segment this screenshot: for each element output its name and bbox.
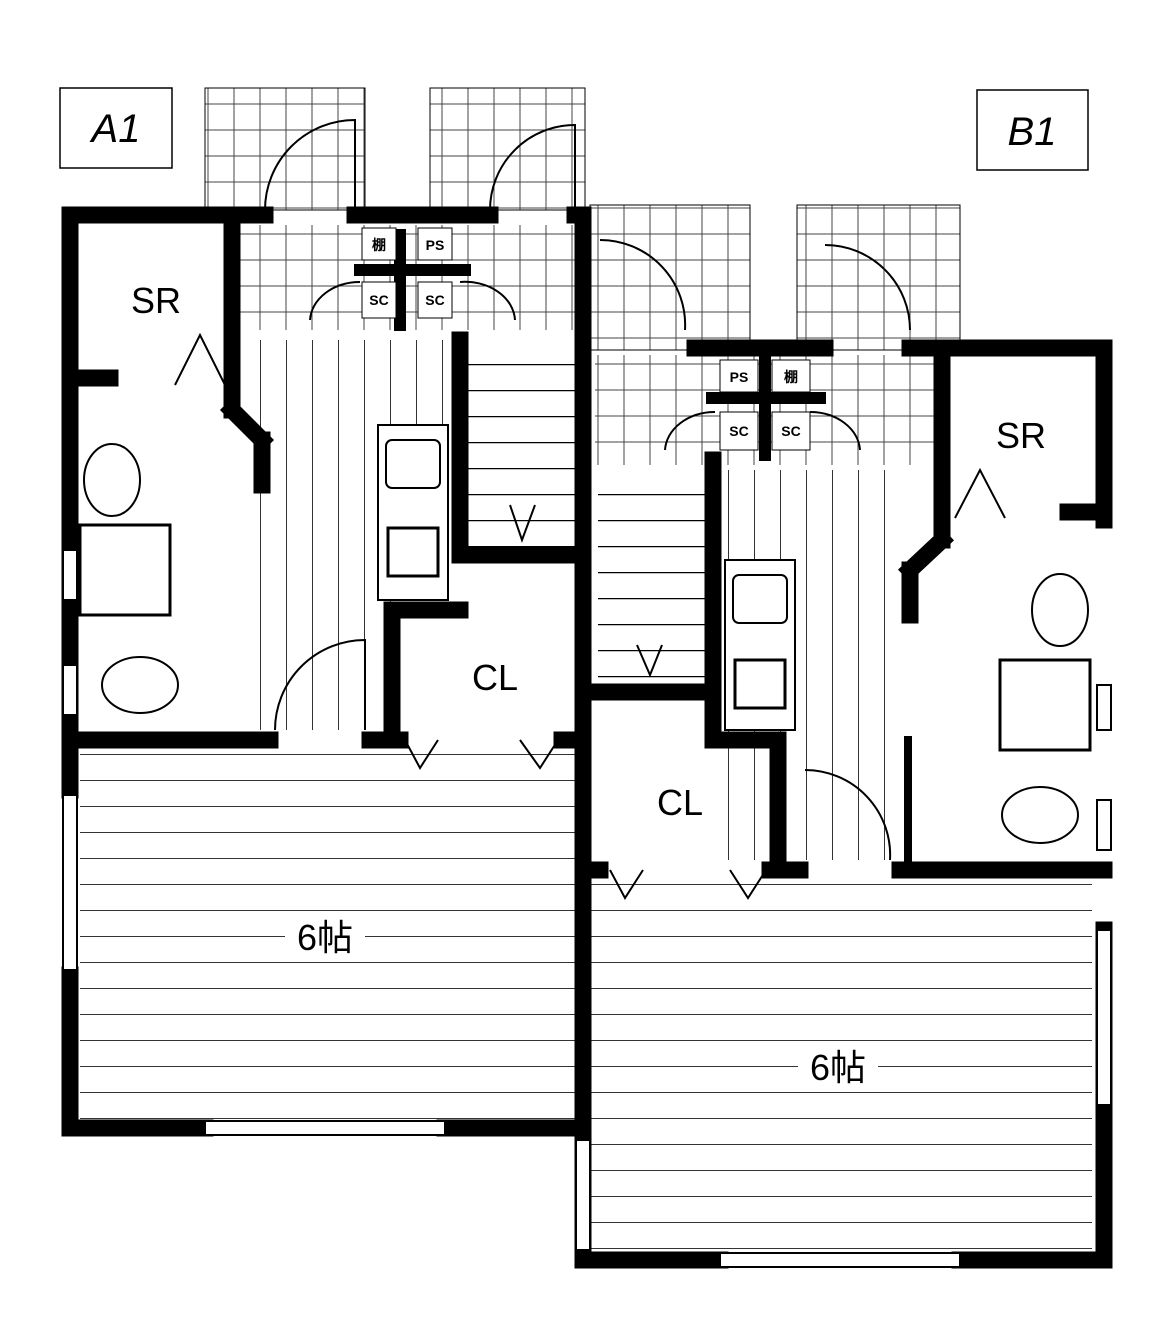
a1-stairs [468,340,575,550]
walls-a1 [61,206,592,1144]
unit-b1-label: B1 [976,89,1089,171]
b1-living-label-bg [798,1045,878,1089]
windows [62,549,1112,1268]
svg-text:B1: B1 [1008,110,1057,154]
b1-shower-icon [998,658,1092,752]
unit-a1-label: A1 [59,87,173,169]
a1-cl-label: CL [472,657,518,698]
a1-shower-icon [78,523,172,617]
b1-toilet-icon [1001,786,1079,844]
svg-text:SC: SC [729,423,748,439]
b1-stairs [598,470,705,685]
b1-living-label: 6帖 [810,1047,866,1088]
svg-text:A1: A1 [90,107,141,151]
svg-text:PS: PS [730,369,749,385]
b1-sr-label: SR [996,415,1046,456]
svg-text:SC: SC [369,292,388,308]
svg-text:SC: SC [781,423,800,439]
a1-washbasin-icon [83,443,141,517]
svg-text:棚: 棚 [372,237,386,253]
b1-cl-label: CL [657,782,703,823]
a1-toilet-icon [101,656,179,714]
a1-stove-icon [386,526,440,578]
door-swings [174,118,1006,900]
b1-stove-icon [733,658,787,710]
a1-sink-icon [385,439,441,489]
a1-living-label: 6帖 [297,917,353,958]
a1-living-label-bg [285,915,365,959]
svg-text:PS: PS [426,237,445,253]
svg-text:棚: 棚 [784,369,798,385]
b1-sink-icon [732,574,788,624]
b1-washbasin-icon [1031,573,1089,647]
entrance-porch-b1-right [796,204,961,351]
svg-text:SC: SC [425,292,444,308]
a1-sr-label: SR [131,280,181,321]
entrance-porch-a1-left [204,87,366,211]
a1-hall-tiles [240,225,575,330]
b1-fixtures: PS 棚 SC SC [719,359,811,451]
a1-fixtures: 棚 PS SC SC [361,227,453,319]
entrance-porch-a1-right [429,87,586,211]
